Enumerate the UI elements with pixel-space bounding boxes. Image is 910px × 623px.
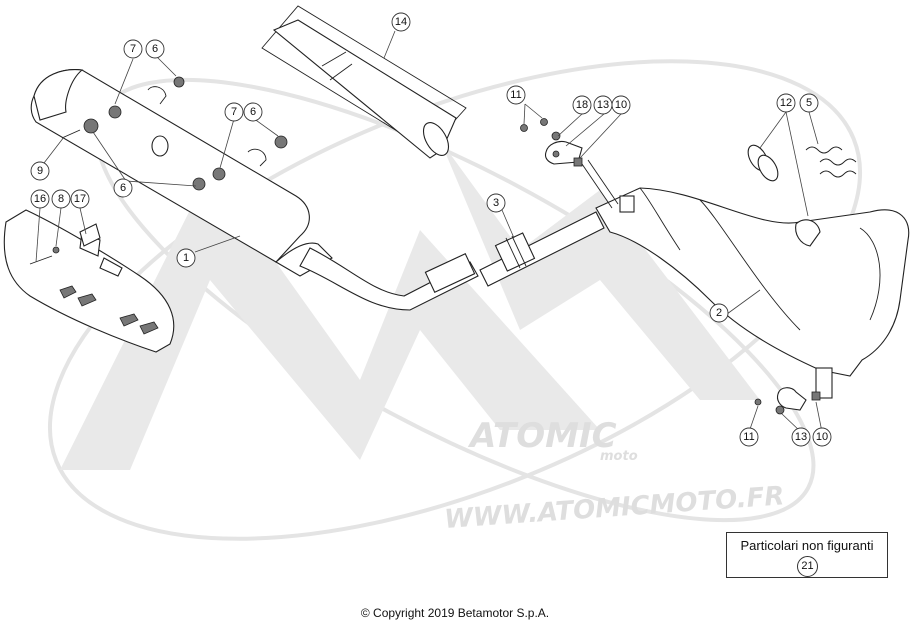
callout-label: 7 bbox=[231, 106, 237, 118]
callout-label: 10 bbox=[615, 99, 627, 111]
parts-not-shown-title: Particolari non figuranti bbox=[740, 538, 874, 553]
callout-10b: 10 bbox=[812, 427, 832, 447]
callout-label: 14 bbox=[395, 16, 407, 28]
callout-6b: 6 bbox=[243, 102, 263, 122]
callout-7b: 7 bbox=[224, 102, 244, 122]
callout-label: 18 bbox=[576, 99, 588, 111]
callout-1: 1 bbox=[176, 248, 196, 268]
callout-label: 1 bbox=[183, 252, 189, 264]
callout-3: 3 bbox=[486, 193, 506, 213]
callout-12: 12 bbox=[776, 93, 796, 113]
callout-label: 2 bbox=[716, 307, 722, 319]
callout-label: 12 bbox=[780, 97, 792, 109]
watermark-sub: moto bbox=[600, 449, 638, 464]
callout-label: 11 bbox=[743, 431, 754, 443]
callout-17: 17 bbox=[70, 189, 90, 209]
part-3-coupling bbox=[494, 232, 536, 272]
callout-label: 5 bbox=[806, 97, 812, 109]
copyright-notice: © Copyright 2019 Betamotor S.p.A. bbox=[360, 606, 550, 620]
callout-9: 9 bbox=[30, 161, 50, 181]
callout-label: 6 bbox=[152, 43, 158, 55]
part-1-silencer bbox=[30, 69, 333, 277]
callout-13a: 13 bbox=[593, 95, 613, 115]
callout-label: 13 bbox=[795, 431, 807, 443]
callout-13b: 13 bbox=[791, 427, 811, 447]
callout-label: 13 bbox=[597, 99, 609, 111]
parts-not-shown-box: Particolari non figuranti 21 bbox=[726, 532, 888, 578]
hardware-items bbox=[29, 76, 857, 415]
part-14-silencer-packing bbox=[261, 5, 467, 159]
callout-8: 8 bbox=[51, 189, 71, 209]
callout-label: 8 bbox=[58, 193, 64, 205]
callout-7a: 7 bbox=[123, 39, 143, 59]
callout-10a: 10 bbox=[611, 95, 631, 115]
callout-11b: 11 bbox=[739, 427, 759, 447]
callout-label: 11 bbox=[510, 89, 521, 101]
callout-11a: 11 bbox=[506, 85, 526, 105]
part-2-expansion-chamber bbox=[595, 187, 910, 399]
callout-label: 3 bbox=[493, 197, 499, 209]
parts-not-shown-number: 21 bbox=[797, 556, 818, 577]
callout-label: 9 bbox=[37, 165, 43, 177]
callout-label: 17 bbox=[74, 193, 86, 205]
callout-label: 16 bbox=[34, 193, 46, 205]
callout-label: 6 bbox=[120, 182, 126, 194]
watermark-brand: ATOMIC bbox=[467, 416, 617, 456]
callout-5: 5 bbox=[799, 93, 819, 113]
callout-16: 16 bbox=[30, 189, 50, 209]
callout-label: 7 bbox=[130, 43, 136, 55]
callout-6c: 6 bbox=[113, 178, 133, 198]
callout-label: 6 bbox=[250, 106, 256, 118]
leader-lines bbox=[35, 30, 823, 433]
callout-6a: 6 bbox=[145, 39, 165, 59]
callout-18: 18 bbox=[572, 95, 592, 115]
callout-14: 14 bbox=[391, 12, 411, 32]
callout-2: 2 bbox=[709, 303, 729, 323]
callout-label: 10 bbox=[816, 431, 828, 443]
